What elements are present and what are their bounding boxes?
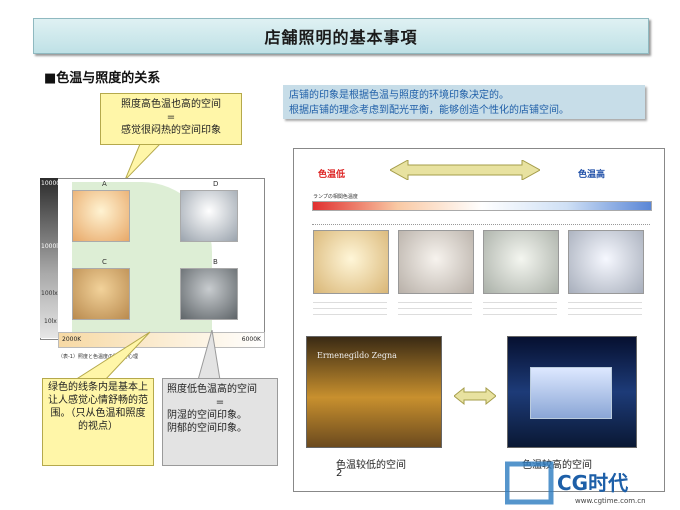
- double-arrow-icon: [454, 386, 496, 406]
- callout-gray-line2: =: [215, 397, 225, 408]
- callout-gray-line1: 照度低色温高的空间: [167, 384, 257, 395]
- y-tick: 1000lx: [41, 243, 62, 250]
- callout-gray-line3: 阴湿的空间印象。: [167, 410, 247, 421]
- store-photo-cool: [507, 336, 637, 448]
- room-image-a: [72, 190, 130, 242]
- callout-top-line3: 感觉很闷热的空间印象: [121, 125, 221, 136]
- high-temp-label: 色温高: [578, 170, 606, 180]
- page-title: 店舗照明的基本事項: [264, 28, 418, 47]
- intro-line-2: 根据店铺的理念考虑到配光平衡，能够创造个性化的店铺空间。: [289, 105, 569, 116]
- x-tick: 2000K: [62, 336, 82, 343]
- callout-pointer: [73, 331, 151, 381]
- callout-top-line1: 照度高色温也高的空间: [121, 99, 221, 110]
- strip-title: ランプの相関色温度: [313, 194, 358, 200]
- brand-url: www.cgtime.com.cn: [575, 497, 646, 505]
- store-window: [530, 367, 612, 419]
- x-tick: 6000K: [241, 336, 261, 343]
- callout-comfort-range: 绿色的线条内是基本上让人感觉心情舒畅的范围。（只从色温和照度的视点）: [42, 378, 154, 466]
- brand-text: CG时代: [557, 471, 628, 495]
- room-label: A: [102, 180, 107, 188]
- room-photo-neutral: [483, 230, 559, 294]
- cg-logo-icon: CG时代 www.cgtime.com.cn: [504, 461, 646, 505]
- room-photo-cool: [568, 230, 644, 294]
- room-image-d: [180, 190, 238, 242]
- photo-note: [398, 297, 472, 315]
- cgtime-watermark: CG时代 www.cgtime.com.cn: [504, 458, 675, 506]
- low-temp-label: 色温低: [318, 170, 346, 180]
- y-tick: 10lx: [44, 318, 57, 325]
- callout-pointer: [124, 144, 161, 181]
- room-image-b: [180, 268, 238, 320]
- caption-low-temp: 色温较低的空间: [336, 460, 406, 471]
- callout-pointer: [197, 330, 221, 381]
- room-photo-neutral-warm: [398, 230, 474, 294]
- color-temp-strip: [312, 201, 652, 211]
- page-title-bar: 店舗照明的基本事項: [33, 18, 649, 54]
- photo-note: [568, 297, 642, 315]
- store-sign: Ermenegildo Zegna: [317, 351, 397, 360]
- room-label: D: [213, 180, 219, 188]
- caption-high-temp: 色温较高的空间: [522, 460, 592, 471]
- callout-low-lux-high-temp: 照度低色温高的空间 = 阴湿的空间印象。 阴郁的空间印象。: [162, 378, 278, 466]
- room-photo-warm: [313, 230, 389, 294]
- callout-high-temp-high-lux: 照度高色温也高的空间 = 感觉很闷热的空间印象: [100, 93, 242, 145]
- callout-gray-line4: 阴郁的空间印象。: [167, 423, 247, 434]
- intro-line-1: 店铺的印象是根据色温与照度的环境印象决定的。: [289, 90, 509, 101]
- room-label: C: [102, 258, 107, 266]
- room-label: B: [213, 258, 218, 266]
- caption-low-number: 2: [336, 468, 343, 479]
- y-tick: 10000lx: [41, 180, 66, 187]
- section-heading: ■色温与照度的关系: [44, 71, 161, 86]
- room-image-c: [72, 268, 130, 320]
- lux-scale-bar: [40, 178, 58, 338]
- y-tick: 100lx: [41, 290, 58, 297]
- photo-note: [483, 297, 557, 315]
- strip-ticks: [312, 210, 650, 225]
- callout-top-line2: =: [166, 112, 176, 123]
- chart-caption: （表-1）照度と色温度の関係と心理: [58, 354, 138, 360]
- store-photo-warm: Ermenegildo Zegna: [306, 336, 442, 448]
- intro-box: 店铺的印象是根据色温与照度的环境印象决定的。 根据店铺的理念考虑到配光平衡，能够…: [283, 85, 645, 119]
- photo-note: [313, 297, 387, 315]
- double-arrow-icon: [390, 160, 540, 180]
